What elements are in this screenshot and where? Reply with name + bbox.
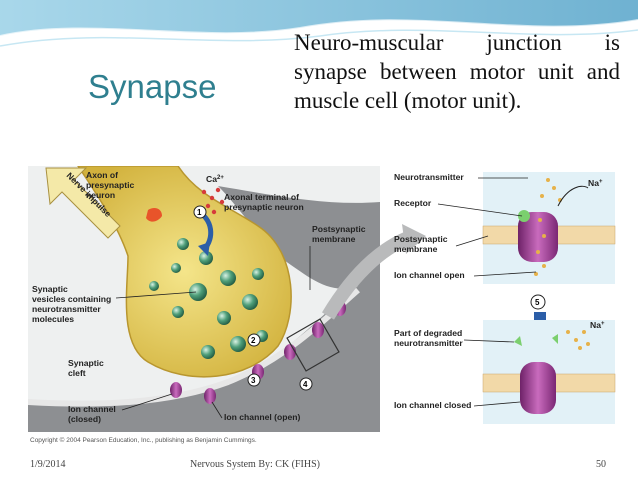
- sodium-label-top: Na+: [588, 178, 603, 188]
- axon-terminal: [77, 166, 292, 378]
- ion-channel-open-label: Ion channel open: [394, 270, 465, 280]
- axonal-terminal-label-2: presynaptic neuron: [224, 202, 304, 212]
- footer-center: Nervous System By: CK (FIHS): [190, 459, 321, 470]
- footer-page-number: 50: [596, 459, 606, 470]
- calcium-ions: [201, 187, 225, 215]
- ion-channel-closed-leader: [473, 401, 521, 407]
- sodium-label-bottom: Na+: [590, 320, 605, 330]
- postsyn-mem-label-2: membrane: [394, 244, 438, 254]
- axon-label-3: neuron: [86, 190, 115, 200]
- axon-label-2: presynaptic: [86, 180, 134, 190]
- receptor-label: Receptor: [394, 198, 432, 208]
- ion-closed-leader: [121, 393, 173, 411]
- calcium-channel: [146, 208, 162, 222]
- vesicles-label-1: Synaptic: [32, 284, 68, 294]
- synaptic-vesicles: [149, 238, 268, 359]
- axonal-terminal-label-1: Axonal terminal of: [224, 192, 299, 202]
- calcium-arrow-head: [198, 242, 210, 256]
- postsynaptic-membrane-curve: [28, 287, 360, 407]
- svg-text:4: 4: [303, 380, 308, 389]
- top-wave-band: [0, 0, 638, 47]
- postsyn-mem-label-1: Postsynaptic: [394, 234, 448, 244]
- svg-text:5: 5: [535, 298, 540, 307]
- degraded-label-2: neurotransmitter: [394, 338, 463, 348]
- degraded-leader: [463, 339, 515, 343]
- detail-panel-closed: [482, 320, 616, 424]
- ion-closed-label-2: (closed): [68, 414, 101, 424]
- zoom-arrow-head: [402, 224, 426, 254]
- ion-channel-open-leader: [473, 271, 537, 277]
- postsynaptic-label-2: membrane: [312, 234, 356, 244]
- svg-text:1: 1: [197, 208, 202, 217]
- ion-channel-closed-label: Ion channel closed: [394, 400, 471, 410]
- footer-date: 1/9/2014: [30, 459, 66, 470]
- svg-text:2: 2: [251, 336, 256, 345]
- postsyn-mem-leader: [455, 235, 489, 247]
- axon-label-1: Axon of: [86, 170, 118, 180]
- step-markers: 1 2 3 4 5: [193, 205, 546, 391]
- vesicles-label-4: molecules: [32, 314, 74, 324]
- vesicles-label-3: neurotransmitter: [32, 304, 101, 314]
- zoom-arrow: [321, 231, 411, 320]
- svg-text:3: 3: [251, 376, 256, 385]
- calcium-label: Ca2+: [206, 174, 224, 184]
- ion-open-label: Ion channel (open): [224, 412, 301, 422]
- ion-closed-label-1: Ion channel: [68, 404, 116, 414]
- vesicles-leader: [115, 291, 197, 299]
- vesicles-label-2: vesicles containing: [32, 294, 111, 304]
- zoom-box: [286, 318, 340, 372]
- postsynaptic-label-1: Postsynaptic: [312, 224, 366, 234]
- postsynaptic-muscle: [28, 186, 380, 432]
- receptor-leader: [437, 203, 523, 217]
- degraded-label-1: Part of degraded: [394, 328, 462, 338]
- cleft-label-2: cleft: [68, 368, 86, 378]
- neurotransmitter-label: Neurotransmitter: [394, 172, 464, 182]
- ion-open-leader: [211, 401, 223, 419]
- cleft-label-1: Synaptic: [68, 358, 104, 368]
- slide-title: Synapse: [88, 68, 217, 105]
- synapse-diagram: Nerve impulse Ca2+: [28, 166, 616, 432]
- detail-panel-open: [482, 172, 616, 284]
- copyright-note: Copyright © 2004 Pearson Education, Inc.…: [30, 437, 257, 444]
- slide-description: Neuro-muscular junction is synapse betwe…: [294, 30, 620, 113]
